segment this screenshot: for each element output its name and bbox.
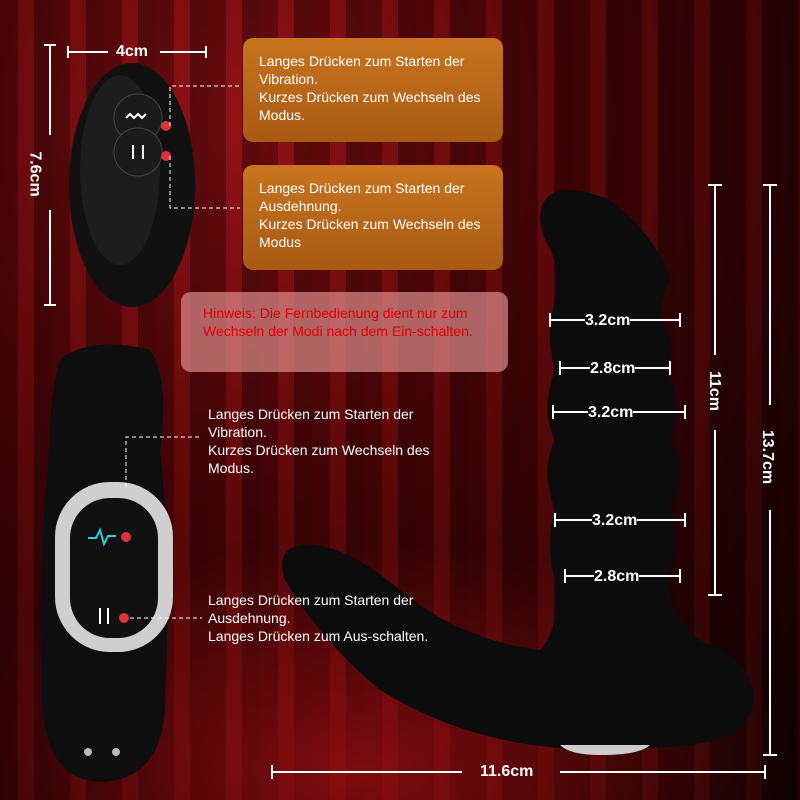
inflate-arrows-icon <box>132 145 144 159</box>
product <box>282 190 754 755</box>
remote-control <box>69 63 240 307</box>
vibration-wave-icon <box>125 112 147 120</box>
remote-vibration-info: Langes Drücken zum Starten der Vibration… <box>243 38 503 142</box>
remote-height-label: 7.6cm <box>26 151 44 197</box>
hint-note: Hinweis: Die Fernbedienung dient nur zum… <box>181 292 508 372</box>
diameter-label: 3.2cm <box>585 312 631 330</box>
remote-width-label: 4cm <box>116 43 149 60</box>
diameter-label: 2.8cm <box>590 360 636 378</box>
handheld-device <box>40 344 202 782</box>
diameter-label: 3.2cm <box>588 404 634 422</box>
remote-inflate-info: Langes Drücken zum Starten der Ausdehnun… <box>243 165 503 270</box>
diameter-label: 2.8cm <box>594 568 640 586</box>
insert-length-label: 11cm <box>706 370 724 412</box>
device-inflate-info: Langes Drücken zum Starten der Ausdehnun… <box>208 592 429 644</box>
diameter-label: 3.2cm <box>592 512 638 530</box>
inflate-arrows-icon <box>99 608 109 624</box>
device-vibration-info: Langes Drücken zum Starten der Vibration… <box>208 406 430 476</box>
total-length-label: 13.7cm <box>759 429 777 485</box>
vibration-wave-icon <box>88 527 116 547</box>
width-label: 11.6cm <box>480 763 534 780</box>
